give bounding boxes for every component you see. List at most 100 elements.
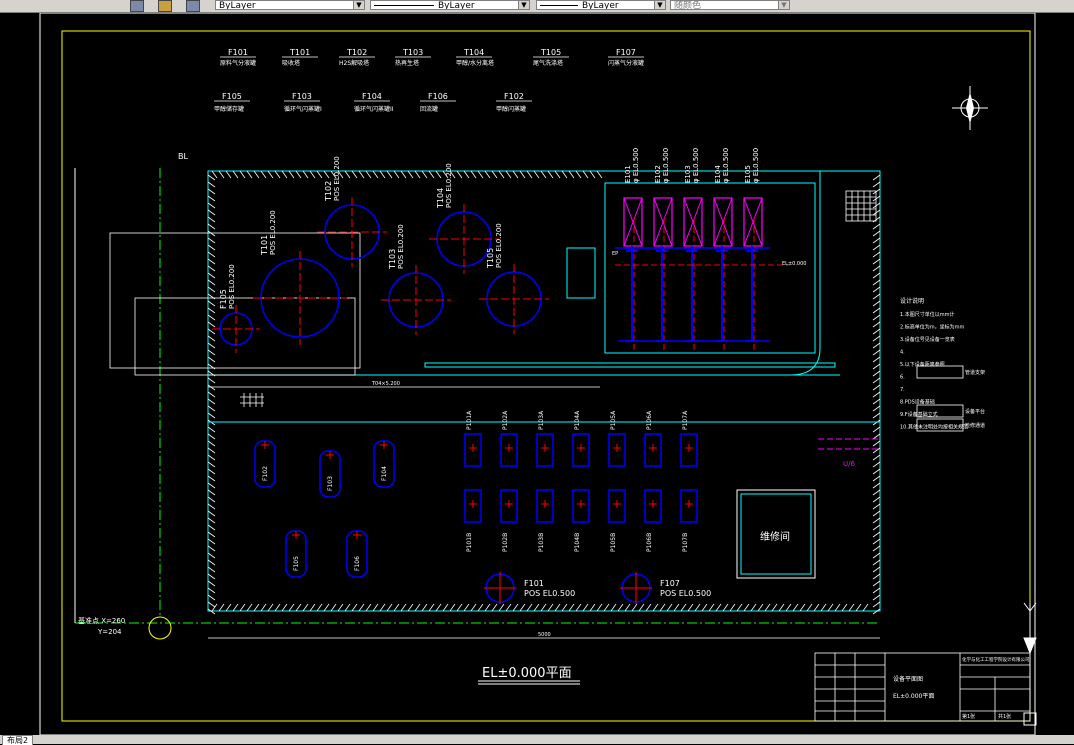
maintenance-room[interactable]: 维修间 [736,489,816,579]
legend-code: T104 [463,48,484,57]
exchanger-tag: E101 [624,165,632,183]
svg-text:维修间: 维修间 [760,530,790,543]
svg-text:设计说明: 设计说明 [900,297,924,305]
drum-f105[interactable]: F105 [285,530,307,578]
tower-tag: F105 [219,289,228,309]
chevron-down-icon[interactable]: ▼ [778,1,789,9]
color-combo[interactable]: 随颜色▼ [670,0,790,10]
note-line: 1.本图尺寸单位以mm计 [900,311,955,318]
legend-code: T102 [346,48,367,57]
pump-p103b[interactable]: P103B [536,489,554,552]
pump-tag: P107A [682,410,689,430]
plant-boundary [207,170,881,612]
pump-p107a[interactable]: P107A [680,410,698,467]
legend-code: F102 [504,92,524,101]
tower-pos: POS EL0.200 [495,223,503,268]
drawing-title: 设备平面图 [893,675,923,683]
dim-frame [109,232,361,369]
layer-stack-icon[interactable] [158,0,172,12]
coord-y: Y=204 [97,628,122,636]
legend-code: F103 [292,92,312,101]
pump-p101b[interactable]: P101B [464,489,482,552]
pump-p102b[interactable]: P102B [500,489,518,552]
layer-combo[interactable]: ByLayer▼ [215,0,365,10]
tab-layout2[interactable]: 布局2 [2,735,34,745]
lineweight-combo[interactable]: ByLayer▼ [536,0,666,10]
pump-p104b[interactable]: P104B [572,489,590,552]
note-legend-label: 设备平台 [965,408,985,415]
pump-p105a[interactable]: P105A [608,410,626,467]
pump-p106b[interactable]: P106B [644,489,662,552]
legend-desc: 循环气闪蒸罐I [284,105,322,113]
vessel-f101[interactable]: F101 POS EL0.500 [484,572,575,604]
layer-tool-icon[interactable] [186,0,200,12]
linetype-combo[interactable]: ByLayer▼ [370,0,530,10]
coord-x: 基准点 X=260 [78,616,125,625]
pump-p107b[interactable]: P107B [680,489,698,552]
pump-p105b[interactable]: P105B [608,489,626,552]
grating-icon [240,393,264,407]
note-line: 10.其他未注明处均按相关规范 [900,424,968,431]
legend-desc: 回流罐 [420,105,438,113]
legend-code: T103 [402,48,423,57]
legend-code: T105 [540,48,561,57]
exchanger-pos: φ EL0.500 [692,148,700,183]
exchanger-pos: φ EL0.500 [722,148,730,183]
drum-f106[interactable]: F106 [346,530,368,578]
legend-desc: H2S解吸塔 [339,59,369,67]
tower-tag: T105 [486,248,495,269]
trench [424,362,836,368]
drum-f104[interactable]: F104 [373,440,395,488]
tower-pos: POS EL0.200 [397,224,405,269]
dim-frame [134,297,356,376]
drum-tag: F103 [327,476,334,491]
pump-tag: P105B [610,533,617,552]
pump-p106a[interactable]: P106A [644,410,662,467]
title-company: 化学与化工工程学院设计有限公司 [962,656,1030,663]
plan-title: EL±0.000平面 [482,666,572,681]
legend-desc: 原料气分液罐 [220,59,256,67]
chevron-down-icon[interactable]: ▼ [353,1,364,9]
note-line: 8.PDS设备基础 [900,399,935,406]
pump-p102a[interactable]: P102A [500,410,518,467]
tower-tag: T102 [324,181,333,202]
chevron-down-icon[interactable]: ▼ [654,1,665,9]
vessel-f107[interactable]: F107 POS EL0.500 [620,572,711,604]
pump-tag: P102A [502,410,509,430]
exchanger-tag: E104 [714,165,722,183]
svg-text:POS EL0.500: POS EL0.500 [524,589,575,598]
sheet-total: 共1张 [998,713,1011,720]
pump-p104a[interactable]: P104A [572,410,590,467]
pump-p103a[interactable]: P103A [536,410,554,467]
dim-total: 5000 [538,632,551,638]
legend-desc: 甲醇储存罐 [214,105,244,113]
sheet-number: 第1张 [962,713,975,720]
legend-code: F104 [362,92,382,101]
legend-desc: 热再生塔 [395,59,419,67]
chevron-down-icon[interactable]: ▼ [518,1,529,9]
pump-p101a[interactable]: P101A [464,410,482,467]
drum-f102[interactable]: F102 [254,440,276,488]
drawing-subtitle: EL±0.000平面 [893,693,934,700]
ucs-icon [1023,602,1037,726]
tower-pos: POS EL0.200 [333,156,341,201]
boundary-hatch [207,170,881,615]
exchanger-platform [604,182,816,354]
layer-states-icon[interactable] [130,0,144,12]
drum-f103[interactable]: F103 [319,450,341,498]
